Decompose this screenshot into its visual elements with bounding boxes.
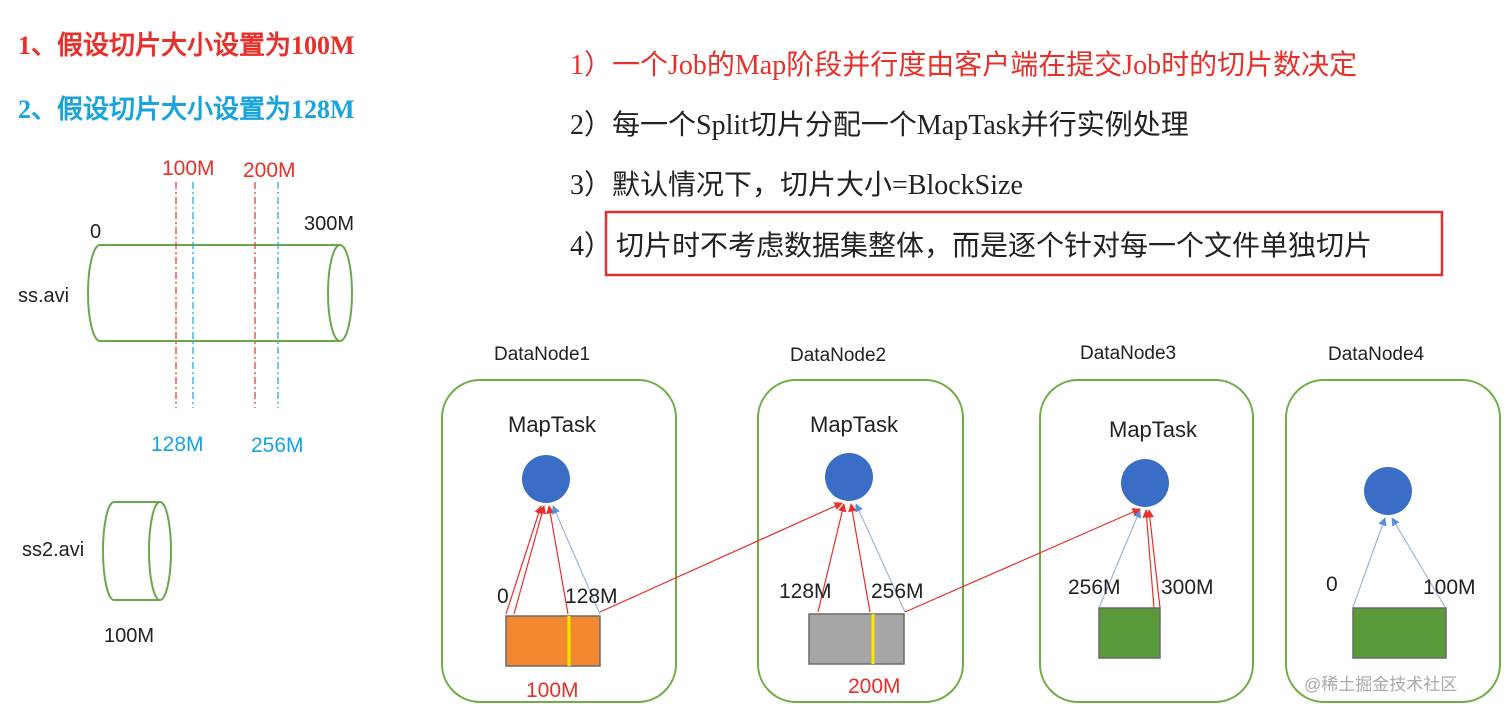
data-block-1 xyxy=(505,615,601,667)
datanode-label-4: DataNode4 xyxy=(1328,344,1425,365)
cross-arrow-1-to-2 xyxy=(599,502,843,613)
block-4-left-label: 0 xyxy=(1326,573,1338,596)
file-name-ss2: ss2.avi xyxy=(22,539,84,561)
maptask-label-2: MapTask xyxy=(810,412,899,437)
data-block-4 xyxy=(1352,607,1447,659)
split-lines xyxy=(175,182,279,408)
block-2-size-label: 200M xyxy=(848,675,901,698)
maptask-label-1: MapTask xyxy=(508,412,597,437)
mark-128m: 128M xyxy=(151,433,204,456)
datanode-box-1 xyxy=(441,379,677,703)
file-size-ss2: 100M xyxy=(104,625,154,647)
datanode-label-3: DataNode3 xyxy=(1080,343,1176,364)
block-1-size-label: 100M xyxy=(526,679,579,702)
file-name-ss: ss.avi xyxy=(18,285,69,307)
rule-1: 1）一个Job的Map阶段并行度由客户端在提交Job时的切片数决定 xyxy=(570,49,1357,81)
file-end-label: 300M xyxy=(304,213,354,235)
note-slice-100: 1、假设切片大小设置为100M xyxy=(18,31,355,60)
rule-4-highlight-box xyxy=(604,210,1444,277)
block-4-right-label: 100M xyxy=(1423,576,1476,599)
datanode-label-2: DataNode2 xyxy=(790,345,886,366)
datanode-label-1: DataNode1 xyxy=(494,344,590,365)
cross-arrow-2-to-3 xyxy=(904,508,1141,613)
block-1-right-label: 128M xyxy=(565,585,618,608)
arrows-node-3 xyxy=(1098,509,1161,609)
rule-2: 2）每一个Split切片分配一个MapTask并行实例处理 xyxy=(570,109,1189,141)
file-start-label: 0 xyxy=(90,221,101,243)
maptask-circle-1 xyxy=(522,455,570,503)
datanode-box-3 xyxy=(1039,379,1254,703)
watermark: @稀土掘金技术社区 xyxy=(1304,675,1457,694)
mark-256m: 256M xyxy=(251,434,304,457)
arrows-node-2 xyxy=(817,503,906,613)
rule-3: 3）默认情况下，切片大小=BlockSize xyxy=(570,169,1023,201)
file-cylinder-ss xyxy=(87,244,353,342)
maptask-circle-2 xyxy=(825,453,873,501)
data-block-2 xyxy=(808,613,905,665)
block-2-right-label: 256M xyxy=(871,580,924,603)
maptask-circle-4 xyxy=(1364,467,1412,515)
note-slice-128: 2、假设切片大小设置为128M xyxy=(18,95,355,124)
file-cylinder-ss2 xyxy=(102,501,172,601)
maptask-label-3: MapTask xyxy=(1109,417,1198,442)
mark-100m: 100M xyxy=(162,157,215,180)
block-2-left-label: 128M xyxy=(779,580,832,603)
arrows-node-4 xyxy=(1352,517,1446,608)
block-3-right-label: 300M xyxy=(1161,576,1214,599)
rule-4: 切片时不考虑数据集整体，而是逐个针对每一个文件单独切片 xyxy=(616,230,1372,262)
data-block-3 xyxy=(1098,607,1161,659)
arrows-node-1 xyxy=(505,505,601,615)
datanode-box-4 xyxy=(1285,379,1501,703)
block-1-left-label: 0 xyxy=(497,585,509,608)
maptask-circle-3 xyxy=(1121,459,1169,507)
block-3-left-label: 256M xyxy=(1068,576,1121,599)
mark-200m: 200M xyxy=(243,159,296,182)
